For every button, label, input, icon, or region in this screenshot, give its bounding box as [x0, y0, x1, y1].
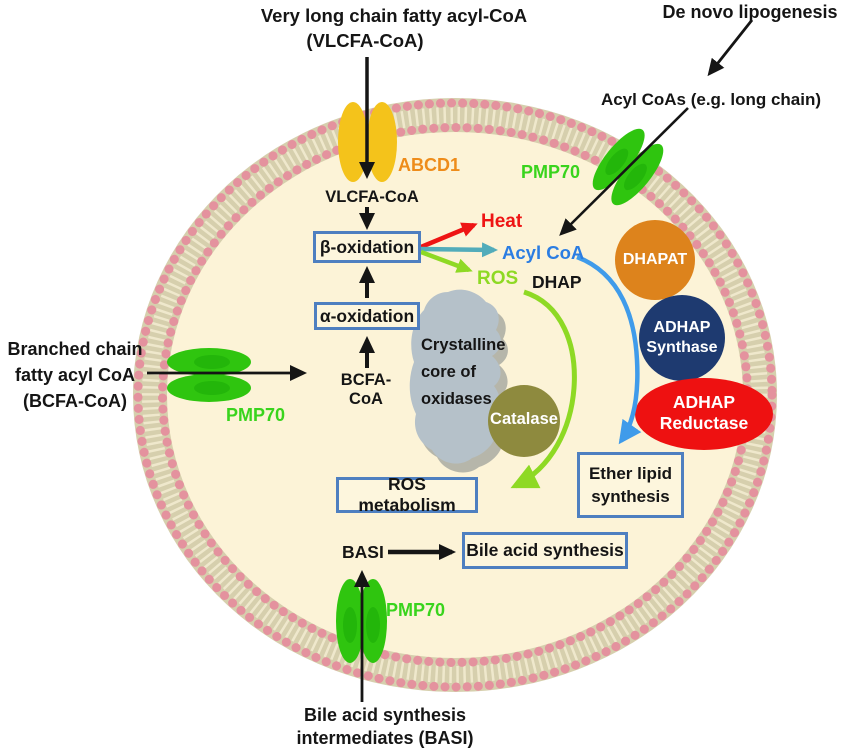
basi-outside-line1: Bile acid synthesis — [303, 705, 467, 725]
bcfa-outside-line2: fatty acyl CoA — [14, 365, 136, 385]
core-line3: oxidases — [421, 390, 492, 408]
bcfa-outside-label: Branched chain fatty acyl CoA (BCFA-CoA) — [0, 336, 150, 414]
adhap-synthase-line2: Synthase — [646, 339, 718, 356]
vlcfa-outside-label-line2: (VLCFA-CoA) — [306, 30, 424, 51]
pmp70-bottom-label: PMP70 — [386, 600, 446, 620]
crystalline-core-label: Crystalline core of oxidases — [421, 332, 505, 413]
basi-outside-label: Bile acid synthesis intermediates (BASI) — [285, 704, 485, 750]
basi-outside-line2: intermediates (BASI) — [296, 728, 474, 748]
catalase-label: Catalase — [490, 410, 558, 428]
acyl-coa-label: Acyl CoA — [502, 242, 585, 263]
acylcoa-to-ether-lipid-arrow — [576, 254, 642, 445]
dhap-label: DHAP — [532, 272, 582, 292]
adhap-reductase-label: ADHAP Reductase — [644, 392, 764, 434]
acyl-coas-label: Acyl CoAs (e.g. long chain) — [600, 90, 822, 109]
pmp70-transporter-bottom — [336, 579, 387, 663]
bile-acid-synthesis-box: Bile acid synthesis — [462, 532, 628, 569]
catalase-circle — [488, 385, 560, 457]
vlcfa-outside-label-line1: Very long chain fatty acyl-CoA — [260, 5, 528, 26]
de-novo-arrow — [707, 19, 754, 77]
de-novo-lipogenesis-label: De novo lipogenesis — [662, 2, 838, 22]
basi-inner-label: BASI — [342, 542, 384, 562]
beta-to-heat-arrow — [420, 222, 478, 250]
heat-label: Heat — [481, 211, 523, 232]
adhap-reductase-ellipse — [635, 378, 773, 450]
beta-to-acylcoa-arrow — [420, 242, 498, 258]
core-line1: Crystalline — [421, 336, 506, 354]
ether-lipid-line2: synthesis — [591, 487, 670, 506]
adhap-synthase-line1: ADHAP — [653, 319, 711, 336]
ether-lipid-synthesis-box: Ether lipid synthesis — [577, 452, 684, 518]
adhap-reductase-line1: ADHAP — [672, 392, 736, 412]
ether-lipid-line1: Ether lipid — [588, 464, 673, 483]
pmp70-top-label: PMP70 — [521, 162, 581, 182]
ros-metabolism-box: ROS metabolism — [336, 474, 478, 515]
alpha-oxidation-box: α-oxidation — [314, 302, 420, 330]
abcd1-label: ABCD1 — [398, 155, 461, 175]
adhap-synthase-label: ADHAP Synthase — [632, 318, 732, 358]
adhap-reductase-line2: Reductase — [659, 413, 749, 433]
beta-to-ros-arrow — [420, 249, 473, 273]
membrane-outer-beads — [133, 98, 777, 692]
pmp70-left-label: PMP70 — [226, 405, 286, 425]
ros-label: ROS — [477, 268, 519, 289]
beta-oxidation-box: β-oxidation — [313, 231, 421, 263]
dhapat-label: DHAPAT — [622, 251, 688, 268]
acyl-coas-import-arrow — [559, 107, 689, 236]
ros-to-ros-metabolism-arrow — [510, 289, 577, 489]
core-line2: core of — [421, 363, 477, 381]
pmp70-transporter-top — [592, 128, 664, 206]
pmp70-transporter-left — [167, 348, 251, 402]
crystalline-core — [409, 289, 508, 473]
bcfa-outside-line1: Branched chain — [7, 339, 143, 359]
adhap-synthase-circle — [639, 295, 725, 381]
bcfa-outside-line3: (BCFA-CoA) — [23, 391, 127, 411]
dhapat-circle — [615, 220, 695, 300]
bcfa-inner-label: BCFA-CoA — [340, 371, 392, 408]
vlcfa-inner-label: VLCFA-CoA — [325, 188, 419, 206]
